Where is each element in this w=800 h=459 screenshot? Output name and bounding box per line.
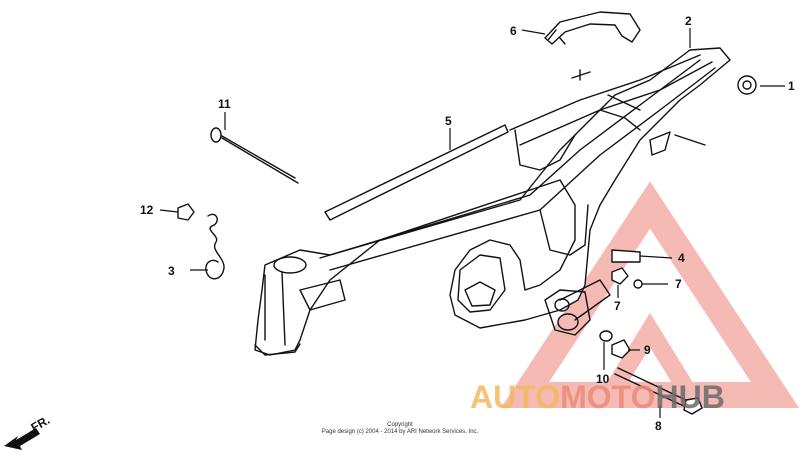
frame-assembly xyxy=(254,47,731,356)
copyright-notice: Copyright Page design (c) 2004 - 2014 by… xyxy=(300,422,500,436)
watermark-logo xyxy=(500,181,800,408)
callout-10: 10 xyxy=(596,372,610,386)
bushing-part-1 xyxy=(737,75,757,95)
side-rail-part-5 xyxy=(324,124,509,221)
callout-1: 1 xyxy=(788,79,795,93)
callout-11: 11 xyxy=(218,97,231,111)
copyright-line-2: Page design (c) 2004 - 2014 by ARI Netwo… xyxy=(321,429,479,435)
copyright-line-1: Copyright xyxy=(387,422,413,428)
callout-12: 12 xyxy=(140,203,154,217)
callout-labels: 1 2 3 4 5 6 7 7 8 9 10 11 12 xyxy=(140,14,795,433)
brand-auto: AUTO xyxy=(470,379,560,415)
callout-7a: 7 xyxy=(614,299,621,313)
brand-hub: HUB xyxy=(655,379,724,415)
callout-7b: 7 xyxy=(675,277,682,291)
watermark-brand: AUTOMOTOHUB xyxy=(470,379,725,415)
callout-2: 2 xyxy=(685,14,692,28)
front-direction-arrow: FR. xyxy=(4,413,52,450)
grab-handle-part-6 xyxy=(544,11,641,45)
callout-8: 8 xyxy=(655,419,662,433)
clip-parts-3-12 xyxy=(177,203,225,280)
callout-9: 9 xyxy=(644,343,651,357)
leader-lines xyxy=(159,28,785,418)
callout-3: 3 xyxy=(168,264,175,278)
callout-6: 6 xyxy=(510,24,517,38)
callout-5: 5 xyxy=(445,114,452,128)
svg-text:AUTOMOTOHUB: AUTOMOTOHUB xyxy=(470,379,725,415)
callout-4: 4 xyxy=(678,251,685,265)
brand-moto: MOTO xyxy=(560,379,655,415)
lower-hardware xyxy=(599,249,703,415)
bolt-part-11 xyxy=(210,127,299,184)
